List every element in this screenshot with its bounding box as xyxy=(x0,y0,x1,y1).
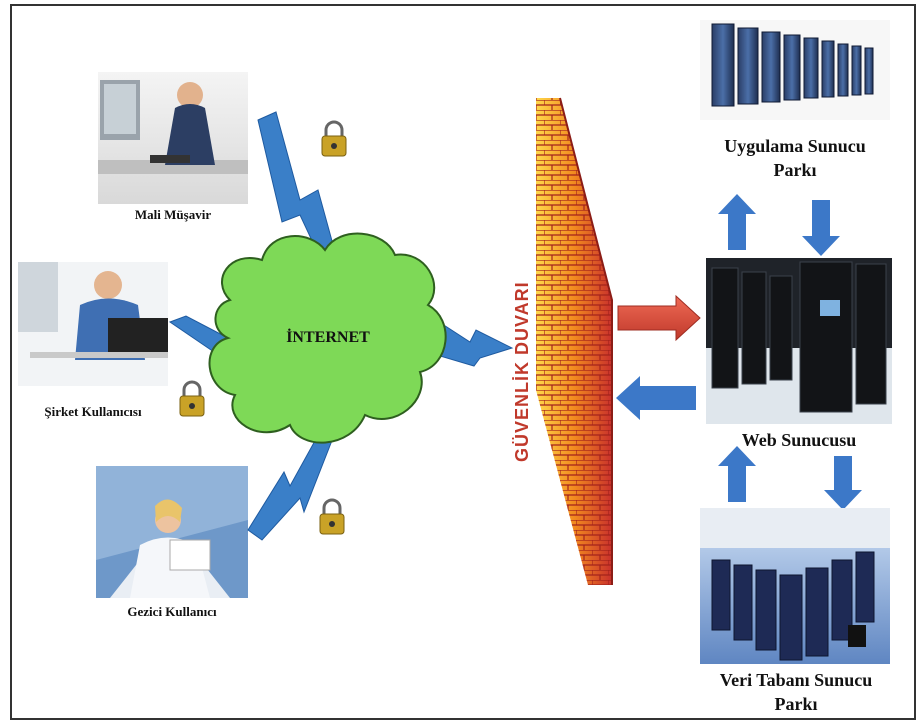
lock-icon xyxy=(319,498,345,535)
diagram-frame xyxy=(10,4,916,720)
accountant-label: Mali Müşavir xyxy=(134,207,212,222)
arrow-firewall-to-web xyxy=(617,294,701,342)
company-user-photo xyxy=(18,262,168,386)
app-server-racks xyxy=(700,20,890,120)
arrow-app-to-web xyxy=(802,200,840,256)
app-server-label-line2: Parkı xyxy=(773,160,817,180)
arrow-db-to-web xyxy=(718,446,756,502)
mobile-user-photo xyxy=(96,466,248,598)
company-user-label: Şirket Kullanıcısı xyxy=(44,404,142,419)
app-server-label-line1: Uygulama Sunucu xyxy=(724,136,866,156)
arrow-web-to-firewall xyxy=(616,376,696,420)
db-server-label: Veri Tabanı Sunucu Parkı xyxy=(696,668,896,716)
web-server-room xyxy=(706,258,892,424)
db-server-label-line1: Veri Tabanı Sunucu xyxy=(719,670,873,690)
app-server-label: Uygulama Sunucu Parkı xyxy=(700,134,890,182)
lock-icon xyxy=(179,380,205,417)
db-server-label-line2: Parkı xyxy=(774,694,818,714)
internet-cloud xyxy=(208,232,447,444)
cloud-label: İNTERNET xyxy=(286,327,370,346)
mobile-user-label: Gezici Kullanıcı xyxy=(127,604,217,619)
bolt-firewall xyxy=(427,319,514,367)
arrow-web-to-app xyxy=(718,194,756,250)
database-server-room xyxy=(700,508,890,664)
lock-icon xyxy=(321,120,347,157)
firewall-wall xyxy=(536,97,613,585)
firewall-label: GÜVENLİK DUVARI xyxy=(512,281,532,462)
arrow-web-to-db xyxy=(824,456,862,510)
web-server-label: Web Sunucusu xyxy=(741,430,857,450)
accountant-photo xyxy=(98,72,248,204)
